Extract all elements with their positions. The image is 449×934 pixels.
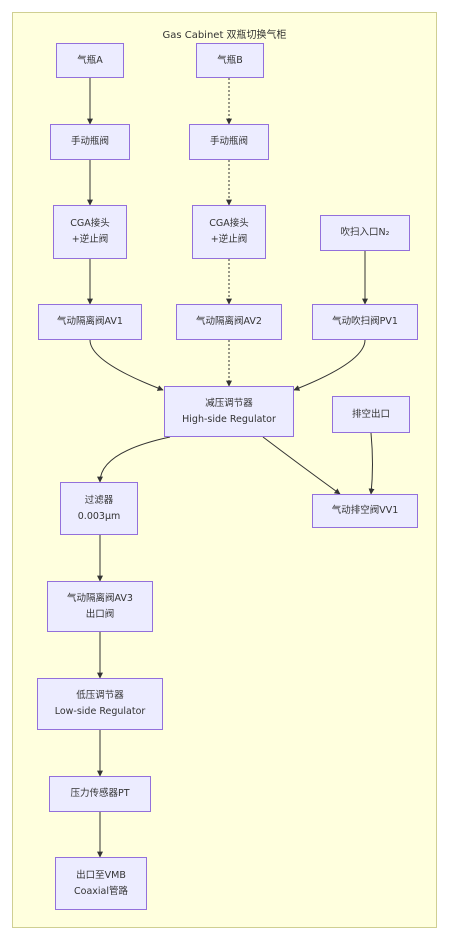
gas-cabinet-cluster: Gas Cabinet 双瓶切换气柜 (12, 12, 437, 928)
node-pressure-transducer: 压力传感器PT (49, 776, 151, 812)
edge-hsr-vv1 (262, 436, 341, 495)
edge-av1-hsr (89, 339, 164, 391)
node-manual-valve-b: 手动瓶阀 (189, 124, 269, 160)
node-av3-outlet-valve: 气动隔离阀AV3 出口阀 (47, 581, 153, 632)
node-av2: 气动隔离阀AV2 (176, 304, 282, 340)
edge-vent-vv1 (368, 432, 375, 495)
node-manual-valve-a: 手动瓶阀 (50, 124, 130, 160)
node-cylinder-b: 气瓶B (196, 43, 264, 78)
node-pv1: 气动吹扫阀PV1 (312, 304, 418, 340)
node-high-side-regulator: 减压调节器 High-side Regulator (164, 386, 294, 437)
cluster-title: Gas Cabinet 双瓶切换气柜 (162, 30, 287, 41)
edge-pv1-hsr (293, 339, 366, 391)
node-cga-a: CGA接头 +逆止阀 (53, 205, 127, 259)
node-av1: 气动隔离阀AV1 (38, 304, 142, 340)
node-outlet-to-vmb: 出口至VMB Coaxial管路 (55, 857, 147, 910)
node-vent-outlet: 排空出口 (332, 396, 410, 433)
edge-hsr-filter (97, 436, 171, 483)
node-purge-inlet: 吹扫入口N₂ (320, 215, 410, 251)
node-low-side-regulator: 低压调节器 Low-side Regulator (37, 678, 163, 730)
node-cga-b: CGA接头 +逆止阀 (192, 205, 266, 259)
node-vv1: 气动排空阀VV1 (312, 494, 418, 528)
node-cylinder-a: 气瓶A (56, 43, 124, 78)
node-filter: 过滤器 0.003μm (60, 482, 138, 535)
